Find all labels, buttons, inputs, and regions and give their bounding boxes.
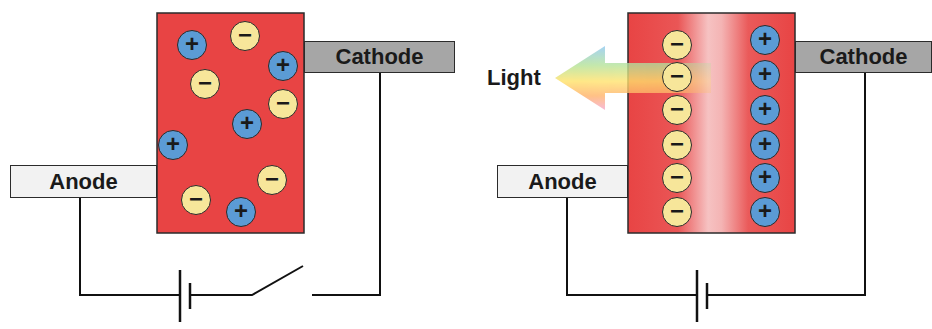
node-text: + bbox=[185, 32, 199, 56]
anion-circle: − bbox=[181, 185, 211, 215]
cation-circle: + bbox=[158, 130, 188, 160]
anion-circle: − bbox=[662, 130, 692, 160]
cell-body bbox=[628, 13, 795, 233]
node-text: − bbox=[276, 91, 290, 115]
cation-circle: + bbox=[750, 130, 780, 160]
cation-circle: + bbox=[268, 51, 298, 81]
anion-circle: − bbox=[662, 62, 692, 92]
node-text: + bbox=[758, 132, 772, 156]
node-text: − bbox=[670, 165, 684, 189]
cathode-electrode: Cathode bbox=[304, 41, 455, 73]
anion-circle: − bbox=[230, 21, 260, 51]
node-text: − bbox=[670, 199, 684, 223]
anion-circle: − bbox=[662, 95, 692, 125]
anode-electrode: Anode bbox=[10, 165, 157, 198]
cation-circle: + bbox=[750, 163, 780, 193]
anion-circle: − bbox=[190, 69, 220, 99]
cation-circle: + bbox=[750, 197, 780, 227]
node-text: + bbox=[234, 199, 248, 223]
anion-circle: − bbox=[268, 89, 298, 119]
node-text: − bbox=[265, 167, 279, 191]
cation-circle: + bbox=[750, 25, 780, 55]
anion-circle: − bbox=[257, 165, 287, 195]
node-text: − bbox=[670, 64, 684, 88]
node-text: − bbox=[670, 97, 684, 121]
node-text: − bbox=[670, 32, 684, 56]
node-text: − bbox=[198, 71, 212, 95]
node-text: + bbox=[758, 27, 772, 51]
cation-circle: + bbox=[750, 95, 780, 125]
anion-circle: − bbox=[662, 163, 692, 193]
node-text: − bbox=[238, 23, 252, 47]
cation-circle: + bbox=[177, 30, 207, 60]
light-label: Light bbox=[487, 67, 541, 89]
node-text: + bbox=[758, 165, 772, 189]
node-text: − bbox=[670, 132, 684, 156]
battery-symbol bbox=[697, 270, 707, 322]
cathode-electrode: Cathode bbox=[795, 41, 932, 73]
node-text: + bbox=[758, 199, 772, 223]
node-text: + bbox=[758, 62, 772, 86]
cation-circle: + bbox=[750, 60, 780, 90]
cell-body bbox=[157, 13, 304, 233]
battery-symbol bbox=[180, 270, 190, 322]
node-text: + bbox=[758, 97, 772, 121]
cation-circle: + bbox=[232, 109, 262, 139]
node-text: Cathode bbox=[820, 46, 908, 68]
node-text: Anode bbox=[528, 171, 596, 193]
node-text: + bbox=[166, 132, 180, 156]
node-text: − bbox=[189, 187, 203, 211]
node-text: + bbox=[276, 53, 290, 77]
cation-circle: + bbox=[226, 197, 256, 227]
anion-circle: − bbox=[662, 30, 692, 60]
node-text: Cathode bbox=[336, 46, 424, 68]
node-text: + bbox=[240, 111, 254, 135]
node-text: Anode bbox=[49, 171, 117, 193]
anion-circle: − bbox=[662, 197, 692, 227]
anode-electrode: Anode bbox=[497, 165, 628, 198]
